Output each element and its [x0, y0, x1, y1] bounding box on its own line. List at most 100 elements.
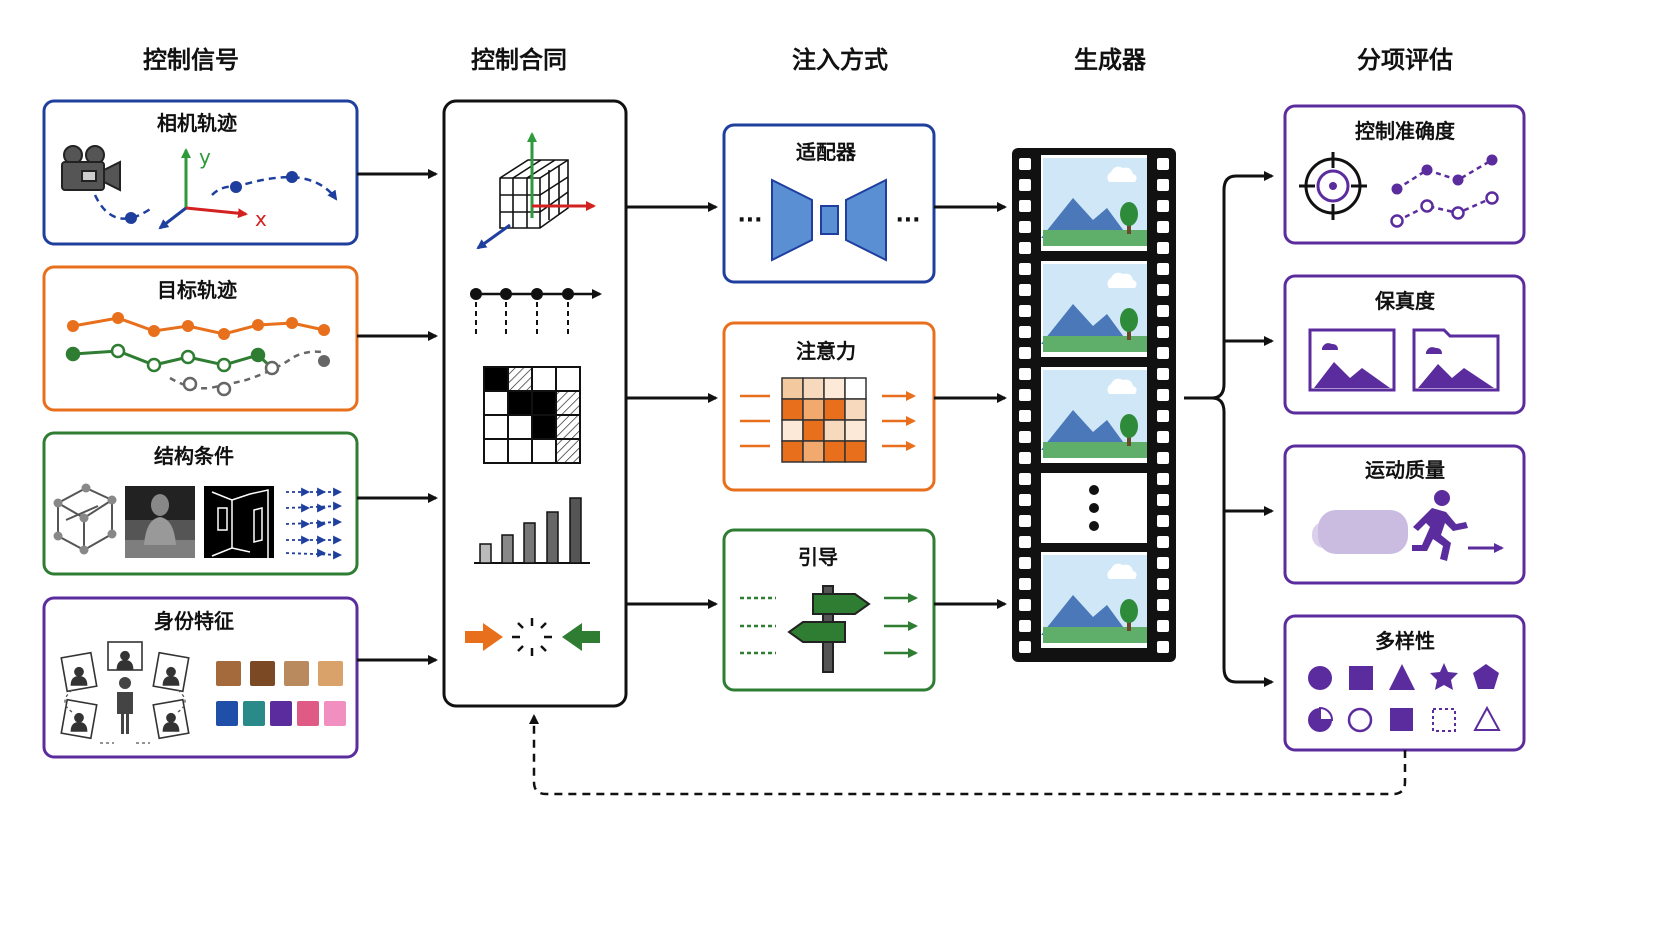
cube-grid-icon — [499, 159, 569, 229]
film-sprocket — [1157, 242, 1169, 254]
film-sprocket — [1157, 284, 1169, 296]
matrix-cell — [507, 438, 533, 464]
depth-map-image — [125, 486, 195, 558]
film-sprocket — [1019, 284, 1031, 296]
film-sprocket — [1019, 494, 1031, 506]
film-sprocket — [1157, 431, 1169, 443]
film-sprocket — [1019, 221, 1031, 233]
film-frame-1 — [1041, 155, 1147, 251]
film-sprocket — [1157, 389, 1169, 401]
shape-set-icon — [1308, 663, 1501, 733]
film-sprocket — [1019, 368, 1031, 380]
heatmap-cell — [781, 398, 804, 421]
film-sprocket — [1019, 515, 1031, 527]
axis-x-label: x — [255, 207, 267, 231]
matrix-cell — [531, 438, 557, 464]
signal-card-identity: 身份特征 — [42, 596, 359, 759]
film-sprocket — [1019, 620, 1031, 632]
film-sprocket — [1157, 410, 1169, 422]
film-frame-4 — [1041, 552, 1147, 648]
film-sprocket — [1157, 221, 1169, 233]
film-sprocket — [1157, 515, 1169, 527]
film-frame-2 — [1041, 261, 1147, 357]
heatmap-cell — [823, 398, 846, 421]
film-sprocket — [1019, 263, 1031, 275]
column-title-generator: 生成器 — [1074, 46, 1147, 74]
column-title-evaluation: 分项评估 — [1357, 46, 1453, 74]
film-sprocket — [1019, 242, 1031, 254]
eval-card-accuracy: 控制准确度 — [1283, 104, 1526, 245]
film-sprocket — [1019, 536, 1031, 548]
matrix-cell — [555, 414, 581, 440]
heatmap-cell — [823, 440, 846, 463]
heatmap-cell — [844, 398, 867, 421]
heatmap-cell — [844, 377, 867, 400]
film-sprocket — [1157, 179, 1169, 191]
evaluation-brace — [1184, 171, 1274, 687]
edge-map-image — [204, 486, 274, 558]
injection-arrows — [934, 202, 1007, 609]
camera-path-right — [211, 175, 338, 201]
film-sprocket — [1157, 452, 1169, 464]
film-sprocket — [1157, 473, 1169, 485]
film-sprocket — [1019, 347, 1031, 359]
target-icon — [1299, 152, 1367, 220]
film-sprocket — [1019, 200, 1031, 212]
motion-blur-trail — [1312, 510, 1408, 554]
matrix-cell — [531, 414, 557, 440]
film-sprocket — [1157, 326, 1169, 338]
film-sprocket — [1019, 452, 1031, 464]
film-sprocket — [1019, 557, 1031, 569]
bowtie-adapter-icon — [771, 178, 887, 262]
film-sprocket — [1157, 347, 1169, 359]
generator-film-strip — [1012, 148, 1176, 662]
timeline-icon — [470, 288, 602, 338]
heatmap-cell — [781, 440, 804, 463]
attention-heatmap — [781, 377, 867, 463]
heatmap-cell — [823, 377, 846, 400]
eval-card-diversity: 多样性 — [1283, 614, 1526, 752]
target-line-gray — [169, 350, 323, 390]
film-frame-3 — [1041, 367, 1147, 463]
feedback-loop-arrow — [529, 714, 1407, 796]
signal-target-title: 目标轨迹 — [157, 278, 237, 302]
film-sprocket — [1157, 557, 1169, 569]
signal-camera-title: 相机轨迹 — [157, 111, 237, 135]
matrix-cell — [555, 390, 581, 416]
matrix-cell — [483, 414, 509, 440]
signal-card-camera: 相机轨迹 y x — [42, 99, 359, 246]
flow-field-icon — [285, 487, 343, 560]
eval-accuracy-title: 控制准确度 — [1355, 119, 1456, 143]
film-sprocket — [1019, 641, 1031, 653]
attention-matrix-icon — [483, 366, 581, 464]
film-sprocket — [1019, 179, 1031, 191]
bar-chart-icon — [474, 497, 590, 564]
identity-views-icon — [60, 641, 190, 744]
video-camera-icon — [61, 145, 121, 192]
film-sprocket — [1019, 410, 1031, 422]
eval-fidelity-title: 保真度 — [1374, 289, 1436, 313]
film-sprocket — [1157, 368, 1169, 380]
film-sprocket — [1019, 326, 1031, 338]
film-sprocket — [1157, 200, 1169, 212]
merge-arrows-icon — [465, 618, 600, 656]
matrix-cell — [483, 366, 509, 392]
signal-card-target: 目标轨迹 — [42, 265, 359, 412]
heatmap-cell — [802, 419, 825, 442]
heatmap-cell — [844, 440, 867, 463]
film-sprocket — [1019, 431, 1031, 443]
signal-structure-title: 结构条件 — [154, 444, 234, 468]
matrix-cell — [531, 366, 557, 392]
film-sprocket — [1157, 263, 1169, 275]
matrix-cell — [555, 366, 581, 392]
matrix-cell — [507, 366, 533, 392]
eval-motion-title: 运动质量 — [1365, 458, 1445, 482]
film-frame-ellipsis — [1041, 473, 1147, 543]
injection-card-guidance: 引导 — [722, 528, 936, 692]
axis-y-label: y — [199, 145, 211, 169]
heatmap-cell — [781, 419, 804, 442]
film-sprocket — [1019, 158, 1031, 170]
film-sprocket — [1157, 641, 1169, 653]
